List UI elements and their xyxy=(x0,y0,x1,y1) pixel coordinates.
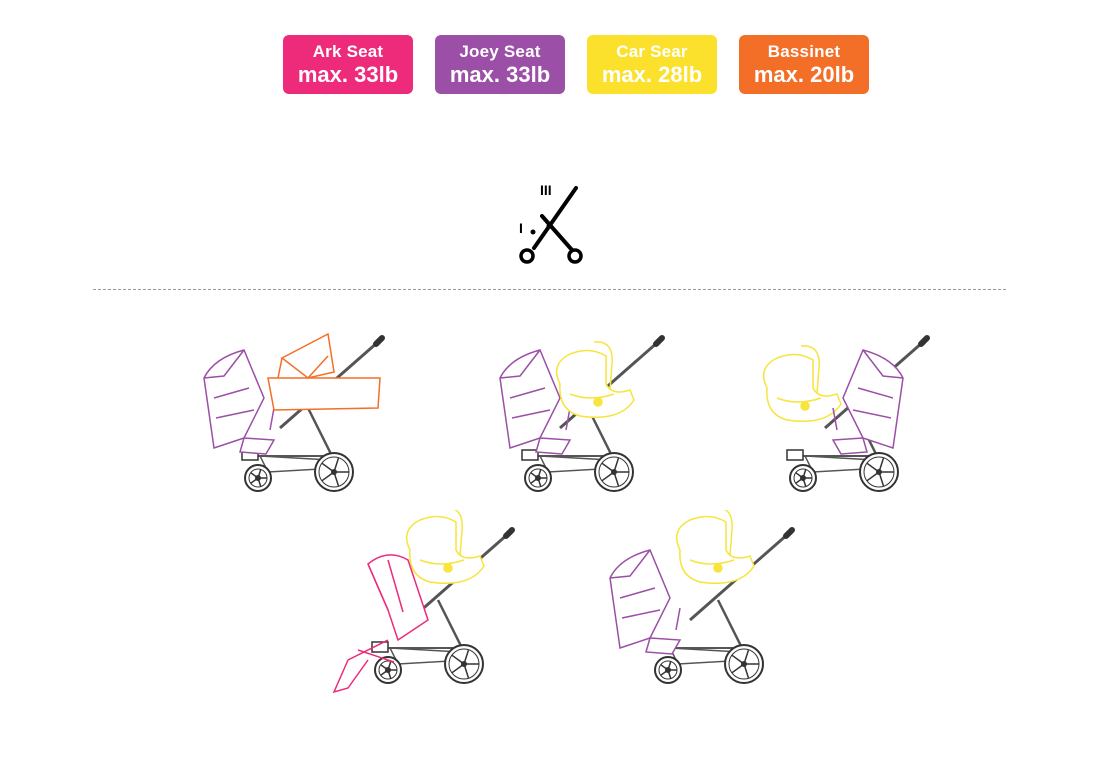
badge-max-weight: max. 20lb xyxy=(753,62,855,87)
frame-fold-icon xyxy=(512,180,592,270)
stroller-illustration xyxy=(332,510,515,694)
badge-joey-seat: Joey Seat max. 33lb xyxy=(435,35,565,94)
stroller-illustration xyxy=(762,335,930,492)
seat-badges: Ark Seat max. 33lb Joey Seat max. 33lb C… xyxy=(283,35,869,94)
stroller-illustration xyxy=(609,510,795,684)
stroller-illustration xyxy=(499,335,665,492)
badge-ark-seat: Ark Seat max. 33lb xyxy=(283,35,413,94)
stroller-illustration xyxy=(203,332,385,492)
config-joey-front-carseat-rear xyxy=(470,318,670,508)
config-ark-front-carseat-rear xyxy=(320,510,520,700)
fold-position-label-i: I xyxy=(519,220,523,236)
badge-car-seat: Car Sear max. 28lb xyxy=(587,35,717,94)
config-joey-front-bassinet-rear xyxy=(190,318,390,508)
badge-max-weight: max. 28lb xyxy=(601,62,703,87)
badge-name: Bassinet xyxy=(767,42,841,61)
badge-max-weight: max. 33lb xyxy=(449,62,551,87)
config-joey-front-carseat-rear-2 xyxy=(600,510,800,700)
badge-bassinet: Bassinet max. 20lb xyxy=(739,35,869,94)
badge-name: Joey Seat xyxy=(459,42,541,61)
badge-name: Ark Seat xyxy=(312,42,384,61)
badge-name: Car Sear xyxy=(616,42,688,61)
config-carseat-front-joey-rear xyxy=(735,318,935,508)
dashed-divider xyxy=(93,289,1006,290)
fold-position-label-iii: III xyxy=(540,182,552,198)
badge-max-weight: max. 33lb xyxy=(297,62,399,87)
